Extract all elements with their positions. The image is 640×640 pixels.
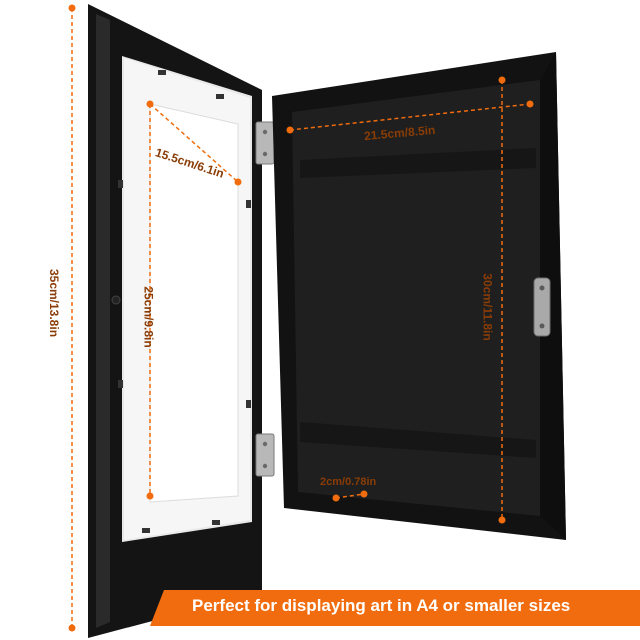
hinge-bottom <box>255 433 275 477</box>
banner-background <box>150 590 640 626</box>
dimension-endpoints <box>68 4 534 632</box>
mat-height-label: 25cm/9.8in <box>141 286 156 348</box>
dimension-lines <box>71 8 531 628</box>
shadow-box <box>272 52 566 540</box>
inner-height-label: 30cm/11.8in <box>480 273 495 341</box>
hinge-top <box>255 121 275 165</box>
depth-label: 2cm/0.78in <box>320 476 377 488</box>
front-frame <box>88 4 262 638</box>
overall-height-label: 35cm/13.8in <box>47 268 62 338</box>
banner-text: Perfect for displaying art in A4 or smal… <box>192 596 571 615</box>
